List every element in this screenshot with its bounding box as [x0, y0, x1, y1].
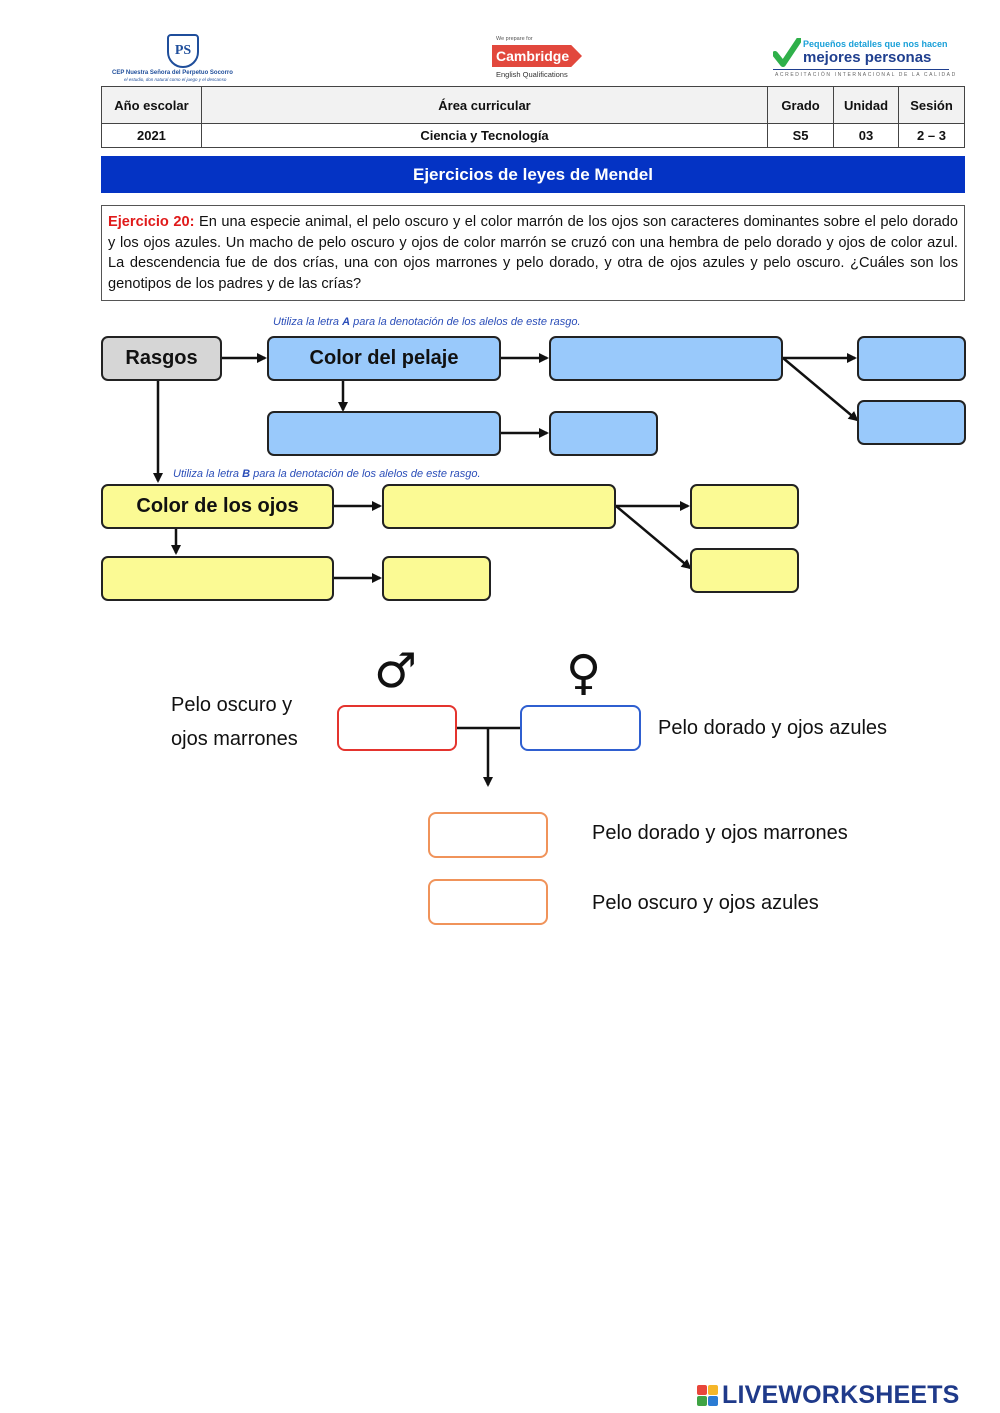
icon-square-green — [697, 1395, 707, 1406]
checkmark-icon — [773, 38, 801, 67]
offspring-2-phenotype: Pelo oscuro y ojos azules — [592, 892, 819, 914]
value-session: 2 – 3 — [898, 123, 965, 148]
male-phenotype-line2: ojos marrones — [171, 728, 298, 750]
eye-recessive-answer-box[interactable] — [690, 548, 799, 593]
value-grade: S5 — [767, 123, 835, 148]
coat-row2-answer-box[interactable] — [267, 411, 501, 456]
female-genotype-input[interactable] — [520, 705, 641, 751]
female-phenotype: Pelo dorado y ojos azules — [658, 717, 888, 739]
page-title: Ejercicios de leyes de Mendel — [101, 156, 965, 193]
coat-dominant-answer-box[interactable] — [857, 336, 966, 381]
header-school-year: Año escolar — [101, 86, 202, 124]
eye-row2-small-answer-box[interactable] — [382, 556, 491, 601]
info-header-row: Año escolar Área curricular Grado Unidad… — [101, 86, 965, 124]
liveworksheets-brand: LIVEWORKSHEETS — [722, 1380, 960, 1409]
eye-alleles-answer-box[interactable] — [382, 484, 616, 529]
hint-a-pre: Utiliza la letra — [273, 316, 343, 328]
coat-recessive-answer-box[interactable] — [857, 400, 966, 445]
offspring-2-genotype-input[interactable] — [428, 879, 548, 925]
cambridge-sub-text: English Qualifications — [496, 70, 568, 79]
male-genotype-input[interactable] — [337, 705, 457, 751]
coat-row2-small-answer-box[interactable] — [549, 411, 658, 456]
rasgos-box: Rasgos — [101, 336, 222, 381]
school-shield-icon: PS — [167, 34, 199, 68]
offspring-1-phenotype: Pelo dorado y ojos marrones — [592, 822, 848, 844]
arrow-ojos-alleles-to-rec — [615, 505, 692, 570]
hint-b-pre: Utiliza la letra — [173, 468, 243, 480]
hint-b-post: para la denotación de los alelos de este… — [250, 468, 481, 480]
value-school-year: 2021 — [101, 123, 202, 148]
exercise-label: Ejercicio 20: — [108, 214, 195, 230]
male-symbol-icon: ♂ — [374, 643, 418, 699]
icon-square-red — [697, 1384, 707, 1395]
exercise-text: En una especie animal, el pelo oscuro y … — [108, 214, 958, 292]
info-value-row: 2021 Ciencia y Tecnología S5 03 2 – 3 — [101, 123, 965, 148]
offspring-1-genotype-input[interactable] — [428, 812, 548, 858]
quality-top-text: Pequeños detalles que nos hacen — [803, 39, 948, 49]
school-name: CEP Nuestra Señora del Perpetuo Socorro — [112, 70, 233, 76]
hint-a-post: para la denotación de los alelos de este… — [350, 316, 581, 328]
header-curricular-area: Área curricular — [200, 86, 769, 124]
eye-row2-answer-box[interactable] — [101, 556, 334, 601]
eye-dominant-answer-box[interactable] — [690, 484, 799, 529]
info-table: Año escolar Área curricular Grado Unidad… — [101, 86, 965, 148]
icon-square-yellow — [708, 1384, 718, 1395]
trait-coat-color-box: Color del pelaje — [267, 336, 501, 381]
school-tagline: el estudio, don natural como el juego y … — [124, 77, 227, 82]
header-grade: Grado — [767, 86, 835, 124]
cambridge-top-text: We prepare for — [496, 36, 533, 42]
hint-a-letter: A — [342, 316, 351, 328]
school-logo: PS CEP Nuestra Señora del Perpetuo Socor… — [112, 34, 252, 84]
quality-main-text: mejores personas — [803, 49, 932, 66]
cambridge-logo: We prepare for Cambridge English Qualifi… — [492, 36, 592, 84]
coat-alleles-answer-box[interactable] — [549, 336, 783, 381]
arrow-alleles-to-rec — [782, 357, 859, 422]
value-curricular-area: Ciencia y Tecnología — [200, 123, 769, 148]
quality-logo: Pequeños detalles que nos hacen mejores … — [773, 38, 955, 82]
exercise-statement: Ejercicio 20: En una especie animal, el … — [101, 205, 965, 301]
trait-eye-color-box: Color de los ojos — [101, 484, 334, 529]
hint-b-letter: B — [242, 468, 251, 480]
female-symbol-icon: ♀ — [566, 645, 602, 701]
cambridge-flag: Cambridge — [492, 45, 582, 67]
icon-square-blue — [708, 1395, 718, 1406]
quality-divider — [773, 69, 949, 70]
liveworksheets-logo: LIVEWORKSHEETS — [697, 1377, 960, 1413]
header-session: Sesión — [898, 86, 965, 124]
quality-accreditation: ACREDITACIÓN INTERNACIONAL DE LA CALIDAD — [775, 72, 957, 78]
male-phenotype-line1: Pelo oscuro y — [171, 694, 293, 716]
value-unit: 03 — [833, 123, 899, 148]
liveworksheets-icon — [697, 1384, 718, 1406]
hint-letter-b: Utiliza la letra B para la denotación de… — [173, 468, 481, 480]
hint-letter-a: Utiliza la letra A para la denotación de… — [273, 316, 581, 328]
header-unit: Unidad — [833, 86, 899, 124]
